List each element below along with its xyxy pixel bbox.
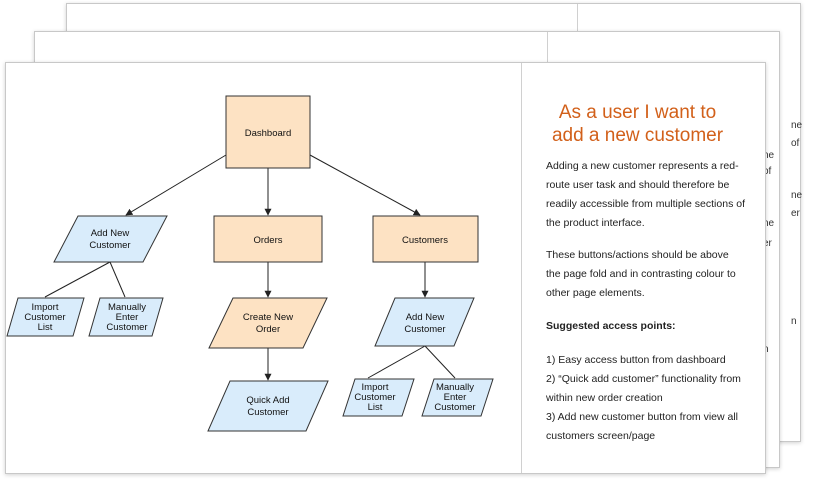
orders-node: Orders [213,215,323,263]
line-add-customer-to-manual-right [424,345,456,379]
back-peek-text: er [791,208,800,219]
import-customer-list-node: Import Customer List [6,297,85,337]
create-new-order-node: Create New Order [208,297,328,349]
back-peek-text: ne [791,120,803,131]
mid-peek-text: of [763,166,772,177]
add-new-customer-right-label: Add New [406,312,445,323]
mid-peek-text: er [763,238,772,249]
create-new-order-label: Order [256,324,280,335]
manually-enter-customer-right-node: Manually Enter Customer [421,378,494,417]
front-sheet-divider [521,63,522,473]
connectors [44,154,456,381]
create-new-order-label: Create New [243,312,293,323]
user-story-title-line: As a user I want to [558,102,717,123]
customers-node: Customers [372,215,479,263]
manually-enter-customer-label: Manually [108,302,146,313]
mid-peek-text: ne [763,150,775,161]
import-customer-list-right-node: Import Customer List [342,378,415,417]
suggested-access-heading: Suggested access points: [546,320,676,332]
back-peek-text: n [791,316,797,327]
dashboard-label: Dashboard [245,128,291,139]
access-point-item: 3) Add new customer button from view all… [546,411,739,442]
access-point-item: 1) Easy access button from dashboard [546,354,726,366]
manually-enter-customer-label: Customer [106,322,147,333]
user-story-title-line: add a new customer [551,125,724,146]
orders-label: Orders [253,235,282,246]
customers-label: Customers [402,235,448,246]
arrow-dashboard-to-customers [309,154,421,216]
quick-add-customer-label: Quick Add [246,395,289,406]
line-add-customer-to-import [44,261,111,298]
add-new-customer-node: Add New Customer [53,215,168,263]
arrow-dashboard-to-add-customer [125,154,227,216]
add-new-customer-right-label: Customer [404,324,445,335]
dashboard-node: Dashboard [225,95,311,169]
manually-enter-customer-right-label: Customer [434,402,475,413]
add-new-customer-label: Customer [89,240,130,251]
access-point-item: 2) “Quick add customer” functionality fr… [546,373,741,404]
quick-add-customer-label: Customer [247,407,288,418]
line-add-customer-to-import-right [367,345,426,379]
import-customer-list-label: List [38,322,53,333]
description-paragraph: Adding a new customer represents a red-r… [546,160,745,229]
manually-enter-customer-right-label: Manually [436,382,474,393]
import-customer-list-label: Customer [24,312,65,323]
mid-peek-text: ne [763,218,775,229]
back-peek-text: of [791,138,800,149]
back-peek-text: ne [791,190,803,201]
manually-enter-customer-right-label: Enter [444,392,467,403]
line-add-customer-to-manual [109,261,126,298]
manually-enter-customer-node: Manually Enter Customer [88,297,164,337]
import-customer-list-right-label: List [368,402,383,413]
add-new-customer-label: Add New [91,228,130,239]
import-customer-list-right-label: Import [362,382,389,393]
import-customer-list-right-label: Customer [354,392,395,403]
import-customer-list-label: Import [32,302,59,313]
manually-enter-customer-label: Enter [116,312,139,323]
user-story-title: As a user I want to add a new customer [520,101,755,147]
quick-add-customer-node: Quick Add Customer [207,380,329,432]
add-new-customer-right-node: Add New Customer [374,297,475,347]
guidance-paragraph: These buttons/actions should be above th… [546,249,736,299]
